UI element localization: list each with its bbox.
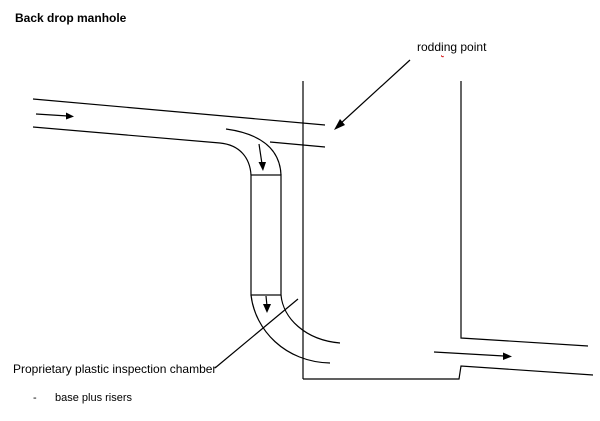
chamber-note: - base plus risers xyxy=(33,391,132,405)
rodding-point-label-part-3: ng point xyxy=(443,40,487,54)
flow-arrow-bend-head xyxy=(258,162,266,171)
flow-arrow-inlet-line xyxy=(35,113,69,117)
chamber-pointer-line xyxy=(214,298,299,369)
flow-arrow-inlet-head xyxy=(66,112,74,120)
flow-arrow-bend-line xyxy=(258,143,263,165)
drop-pipe-inner-bend-bottom xyxy=(280,294,341,344)
manhole-base xyxy=(303,365,594,380)
incoming-pipe-upper-wall xyxy=(32,98,326,126)
drop-pipe-inner-bend xyxy=(225,128,282,176)
flow-arrow-outlet-line xyxy=(433,351,505,357)
diagram-title: Back drop manhole xyxy=(15,11,127,25)
rodding-point-label-part-1: rodd xyxy=(417,40,442,54)
vertical-drop-pipe xyxy=(250,174,282,296)
rodding-point-pointer-line xyxy=(339,59,411,125)
rodding-point-label-part-2: i xyxy=(441,40,444,54)
manhole-right-wall xyxy=(460,81,589,347)
inspection-chamber-label: Proprietary plastic inspection chamber xyxy=(13,362,217,376)
incoming-pipe-lower-wall xyxy=(32,126,252,176)
rodding-point-pointer-head xyxy=(334,119,345,130)
drop-pipe-outer-bend xyxy=(250,294,331,364)
flow-arrow-outlet-head xyxy=(503,352,512,360)
flow-arrow-drop-head xyxy=(263,304,271,313)
rodding-point-label: rodding point xyxy=(417,40,486,55)
rodding-point-pipe-lower-wall xyxy=(269,141,326,148)
chamber-note-bullet: - xyxy=(33,392,37,404)
chamber-note-text: base plus risers xyxy=(55,392,133,404)
